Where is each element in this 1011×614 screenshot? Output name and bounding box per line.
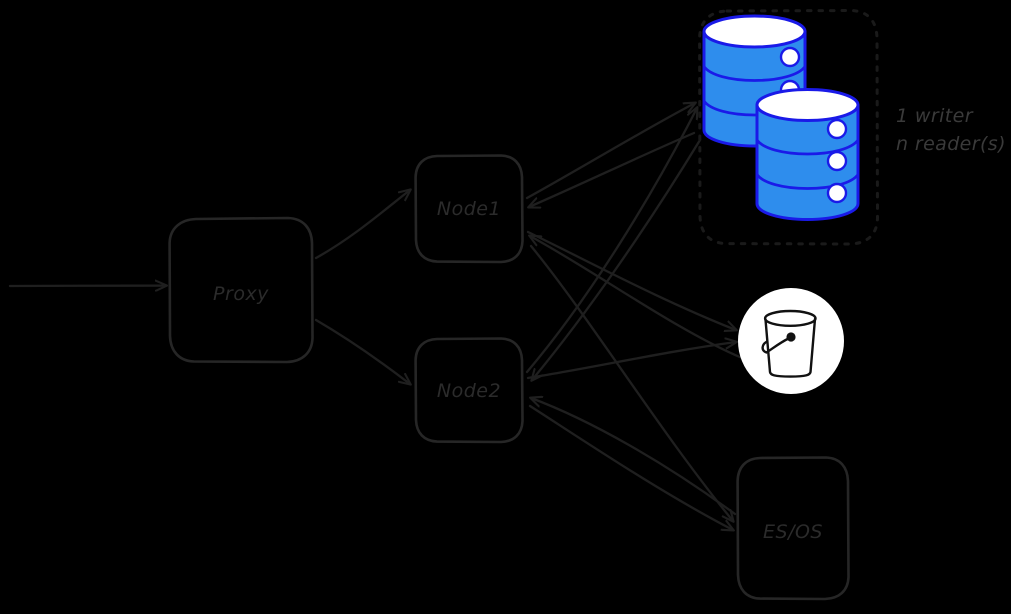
edge-node1-db — [525, 103, 695, 200]
db-reader-status-dot-3 — [826, 182, 848, 204]
db-writer-status-dot-1 — [779, 46, 801, 68]
edge-esos-node2 — [531, 398, 737, 516]
node1-label: Node1 — [437, 198, 501, 220]
node2-label: Node2 — [437, 380, 501, 402]
esos-label: ES/OS — [763, 521, 823, 543]
edge-proxy-node1 — [314, 190, 410, 260]
db-group-dashed-border — [698, 8, 880, 246]
node-node2[interactable]: Node2 — [414, 337, 524, 444]
database-cluster-group[interactable] — [698, 8, 880, 246]
edge-node2-bucket — [526, 342, 736, 380]
node-node1[interactable]: Node1 — [414, 154, 524, 264]
node-proxy[interactable]: Proxy — [168, 216, 314, 364]
db-cluster-annotation: 1 writer n reader(s) — [896, 105, 1006, 155]
edge-node2-db — [525, 108, 697, 374]
bucket-icon — [761, 309, 817, 378]
db-reader-band-2 — [755, 173, 860, 190]
db-reader-status-dot-2 — [826, 150, 848, 172]
db-writer-top — [702, 14, 807, 49]
node1-box[interactable] — [414, 154, 524, 264]
database-cylinder-reader[interactable] — [755, 88, 860, 221]
db-reader-status-dot-1 — [826, 118, 848, 140]
edge-db-node1 — [529, 131, 696, 207]
annotation-line-1: 1 writer — [896, 105, 974, 127]
esos-box[interactable] — [736, 456, 850, 601]
edge-node2-esos — [528, 404, 733, 530]
edge-node1-esos — [529, 244, 733, 521]
node2-box[interactable] — [414, 337, 524, 444]
annotation-line-2: n reader(s) — [896, 133, 1006, 155]
edge-bucket-node1 — [530, 236, 744, 360]
db-writer-band-1 — [702, 65, 807, 82]
node-esos[interactable]: ES/OS — [736, 456, 850, 601]
db-reader-band-1 — [755, 139, 860, 156]
edge-db-node2 — [532, 138, 702, 380]
edge-node1-bucket — [526, 230, 736, 330]
edge-proxy-node2 — [314, 318, 410, 384]
proxy-label: Proxy — [213, 283, 269, 305]
proxy-box[interactable] — [168, 216, 314, 364]
db-reader-top — [755, 88, 860, 122]
edge-layer — [8, 103, 744, 530]
object-storage-bucket[interactable] — [738, 288, 844, 394]
